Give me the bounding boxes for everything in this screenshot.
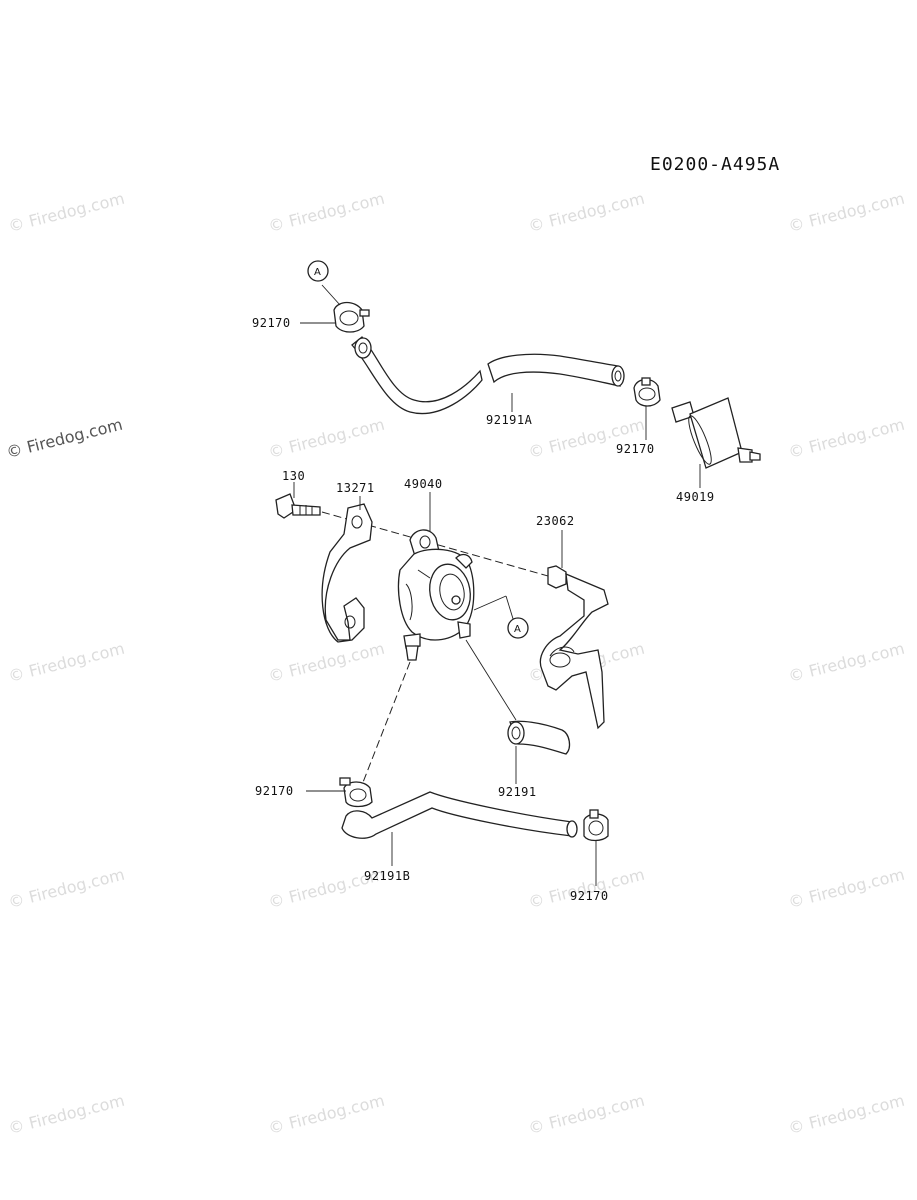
watermark: © Firedog.com	[6, 189, 126, 236]
part-label-92191: 92191	[498, 785, 537, 799]
part-label-92191b: 92191B	[364, 869, 410, 883]
hose-clamp-right	[633, 377, 661, 407]
fuel-hose-92191	[507, 720, 571, 755]
reference-marker-a-pump: A	[507, 617, 529, 639]
diagram-code: E0200-A495A	[650, 154, 780, 175]
watermark: © Firedog.com	[786, 1091, 906, 1138]
part-label-92170-bottom-left: 92170	[255, 784, 294, 798]
watermark: © Firedog.com	[266, 415, 386, 462]
part-label-92191a: 92191A	[486, 413, 533, 427]
watermark: © Firedog.com	[266, 1091, 386, 1138]
watermark: © Firedog.com	[6, 639, 126, 686]
watermark: © Firedog.com	[786, 415, 906, 462]
watermark: © Firedog.com	[6, 1091, 126, 1138]
fuel-pump	[397, 529, 475, 661]
watermark: © Firedog.com	[4, 415, 124, 462]
mounting-bracket-left	[321, 503, 373, 643]
hose-clamp-bottom-left	[339, 777, 373, 808]
part-label-92170-right: 92170	[616, 442, 655, 456]
fuel-hose-92191b	[341, 791, 578, 839]
watermark: © Firedog.com	[6, 865, 126, 912]
watermark: © Firedog.com	[526, 1091, 646, 1138]
part-label-92170-top: 92170	[252, 316, 291, 330]
assembly-line-outlet	[359, 661, 411, 791]
reference-marker-label: A	[314, 267, 321, 278]
part-label-92170-bottom-right: 92170	[570, 889, 609, 903]
watermark: © Firedog.com	[266, 639, 386, 686]
part-label-49019: 49019	[676, 490, 715, 504]
watermark: © Firedog.com	[786, 639, 906, 686]
reference-marker-label: A	[514, 624, 521, 635]
part-label-49040: 49040	[404, 477, 443, 491]
watermark: © Firedog.com	[786, 865, 906, 912]
part-label-130: 130	[282, 469, 305, 483]
part-label-13271: 13271	[336, 481, 375, 495]
leader-lines	[293, 322, 701, 886]
reference-marker-a-top: A	[307, 260, 329, 282]
fuel-hose-92191a	[351, 336, 625, 415]
part-label-23062: 23062	[536, 514, 575, 528]
hose-clamp-top	[333, 301, 370, 333]
hose-clamp-bottom-right	[583, 809, 609, 842]
watermark: © Firedog.com	[526, 189, 646, 236]
bolt	[275, 493, 321, 519]
watermark: © Firedog.com	[266, 189, 386, 236]
mounting-bracket-right	[539, 565, 609, 730]
watermark-layer: © Firedog.com © Firedog.com © Firedog.co…	[4, 189, 906, 1138]
fuel-filter	[671, 397, 761, 469]
watermark: © Firedog.com	[786, 189, 906, 236]
assembly-line-small-hose	[465, 639, 517, 721]
